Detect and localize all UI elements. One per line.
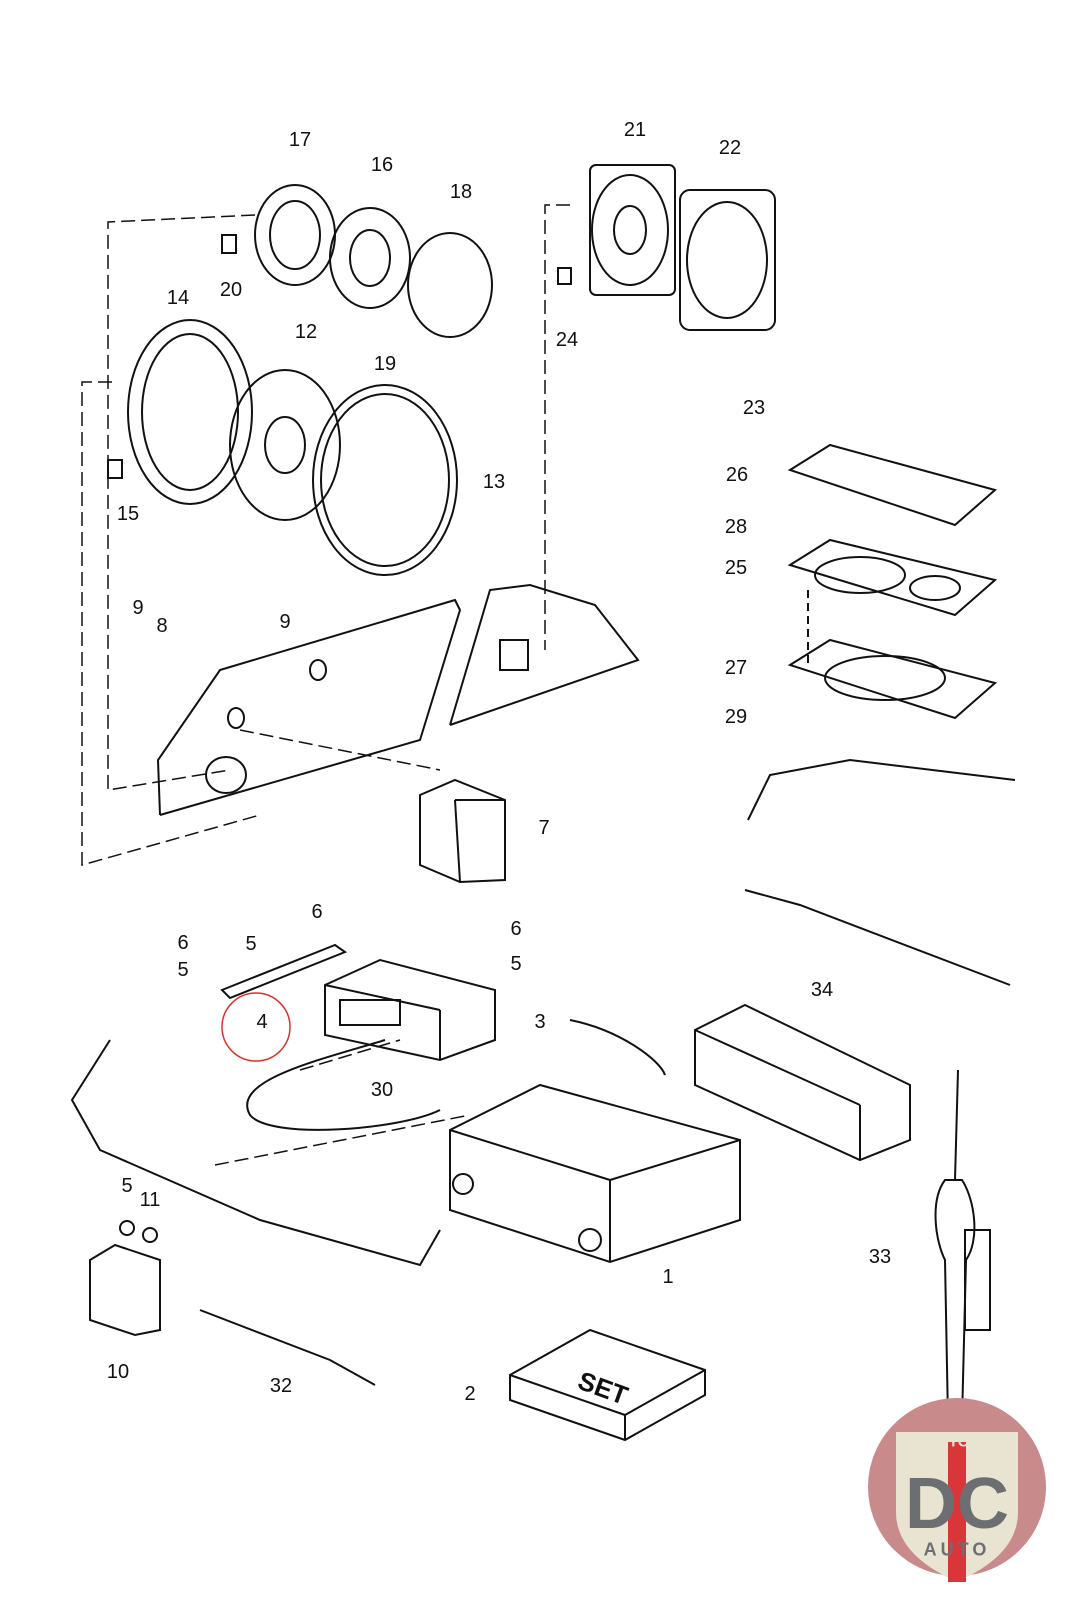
dashboard-trim bbox=[70, 758, 1016, 1267]
callout-22: 22 bbox=[718, 137, 742, 159]
callout-14: 14 bbox=[166, 287, 190, 309]
callout-9: 9 bbox=[279, 611, 291, 633]
callout-7: 7 bbox=[538, 817, 550, 839]
dashed-leader-lines bbox=[81, 204, 570, 1166]
logo-letters: DC bbox=[905, 1464, 1009, 1544]
antenna-cable-30 bbox=[246, 1039, 441, 1131]
callout-6: 6 bbox=[311, 901, 323, 923]
cable-32 bbox=[199, 1309, 376, 1386]
callout-10: 10 bbox=[106, 1361, 130, 1383]
radio-unit-1 bbox=[449, 1083, 741, 1264]
callout-1: 1 bbox=[662, 1266, 674, 1288]
box-set-2 bbox=[509, 1328, 706, 1442]
logo-graphic bbox=[868, 1398, 1046, 1582]
callout-17: 17 bbox=[288, 129, 312, 151]
callout-21: 21 bbox=[623, 119, 647, 141]
tweeter-assembly-right bbox=[557, 164, 776, 331]
callout-4: 4 bbox=[256, 1011, 268, 1033]
callout-29: 29 bbox=[724, 706, 748, 728]
callout-12: 12 bbox=[294, 321, 318, 343]
amplifier-3 bbox=[220, 943, 496, 1062]
callout-16: 16 bbox=[370, 154, 394, 176]
callout-3: 3 bbox=[534, 1011, 546, 1033]
callout-34: 34 bbox=[810, 979, 834, 1001]
logo-site: DCAUTO.COM bbox=[905, 1433, 1009, 1451]
dcauto-watermark-logo: DCAUTO.COM DC AUTO bbox=[868, 1392, 1046, 1582]
callout-13: 13 bbox=[482, 471, 506, 493]
adapter-cable bbox=[569, 1019, 666, 1076]
door-panel bbox=[156, 583, 640, 816]
callout-27: 27 bbox=[724, 657, 748, 679]
callout-9: 9 bbox=[132, 597, 144, 619]
callout-5: 5 bbox=[510, 953, 522, 975]
callout-30: 30 bbox=[370, 1079, 394, 1101]
mounting-frame-34 bbox=[694, 1003, 911, 1162]
highlight-circle bbox=[221, 992, 291, 1062]
callout-26: 26 bbox=[725, 464, 749, 486]
callout-2: 2 bbox=[464, 1383, 476, 1405]
rear-speaker-assembly bbox=[787, 443, 998, 720]
callout-5: 5 bbox=[245, 933, 257, 955]
callout-23: 23 bbox=[742, 397, 766, 419]
callout-8: 8 bbox=[156, 615, 168, 637]
callout-33: 33 bbox=[868, 1246, 892, 1268]
module-10 bbox=[89, 1220, 161, 1337]
callout-25: 25 bbox=[724, 557, 748, 579]
tweeter-assembly-left bbox=[221, 184, 493, 338]
callout-5: 5 bbox=[177, 959, 189, 981]
callout-6: 6 bbox=[177, 932, 189, 954]
callout-24: 24 bbox=[555, 329, 579, 351]
woofer-assembly-left bbox=[107, 319, 458, 576]
callout-18: 18 bbox=[449, 181, 473, 203]
logo-word: AUTO bbox=[923, 1539, 991, 1560]
callout-6: 6 bbox=[510, 918, 522, 940]
antenna-33 bbox=[934, 1069, 991, 1421]
callout-15: 15 bbox=[116, 503, 140, 525]
callout-5: 5 bbox=[121, 1175, 133, 1197]
callout-20: 20 bbox=[219, 279, 243, 301]
callout-28: 28 bbox=[724, 516, 748, 538]
callout-11: 11 bbox=[139, 1189, 161, 1211]
callout-19: 19 bbox=[373, 353, 397, 375]
callout-32: 32 bbox=[269, 1375, 293, 1397]
module-7 bbox=[419, 778, 506, 884]
